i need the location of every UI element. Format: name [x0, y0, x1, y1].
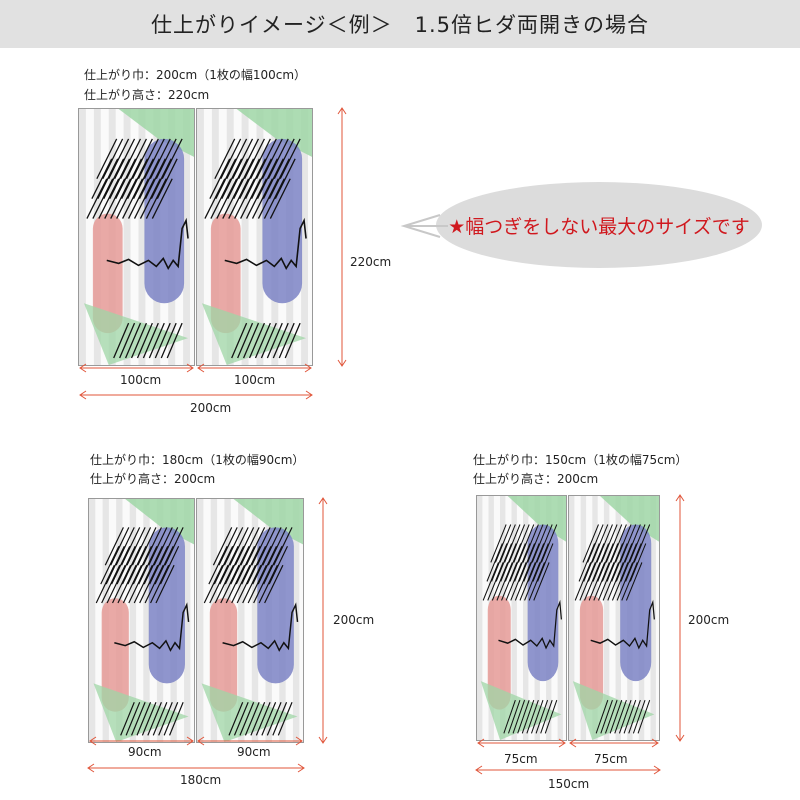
page-title: 仕上がりイメージ＜例＞ 1.5倍ヒダ両開きの場合 — [0, 0, 800, 48]
panel-dim-3a: 75cm — [504, 752, 538, 766]
total-dim-2: 180cm — [180, 773, 222, 787]
curtain-panel — [88, 498, 195, 743]
curtain-panel — [196, 108, 313, 366]
dimension-arrow — [79, 390, 313, 400]
dimension-arrow — [675, 494, 685, 742]
width-label-1: 仕上がり巾：200cm（1枚の幅100cm） — [84, 68, 307, 82]
panel-dim-3b: 75cm — [594, 752, 628, 766]
curtain-panel — [476, 495, 567, 741]
dimension-arrow — [475, 765, 661, 775]
curtain-panel — [196, 498, 304, 743]
height-dim-1: 220cm — [350, 255, 392, 269]
panel-dim-1a: 100cm — [120, 373, 162, 387]
width-label-3: 仕上がり巾：150cm（1枚の幅75cm） — [473, 453, 688, 467]
dimension-arrow — [318, 497, 328, 744]
height-dim-3: 200cm — [688, 613, 730, 627]
height-dim-2: 200cm — [333, 613, 375, 627]
dimension-arrow — [87, 763, 305, 773]
height-label-3: 仕上がり高さ：200cm — [473, 472, 599, 486]
curtain-panel — [78, 108, 195, 366]
total-dim-1: 200cm — [190, 401, 232, 415]
total-dim-3: 150cm — [548, 777, 590, 791]
curtain-panel — [568, 495, 660, 741]
width-label-2: 仕上がり巾：180cm（1枚の幅90cm） — [90, 453, 305, 467]
dimension-arrow — [337, 107, 347, 367]
height-label-1: 仕上がり高さ：220cm — [84, 88, 210, 102]
height-label-2: 仕上がり高さ：200cm — [90, 472, 216, 486]
panel-dim-2b: 90cm — [237, 745, 271, 759]
callout-bubble: ★幅つぎをしない最大のサイズです — [436, 182, 762, 268]
panel-dim-1b: 100cm — [234, 373, 276, 387]
panel-dim-2a: 90cm — [128, 745, 162, 759]
